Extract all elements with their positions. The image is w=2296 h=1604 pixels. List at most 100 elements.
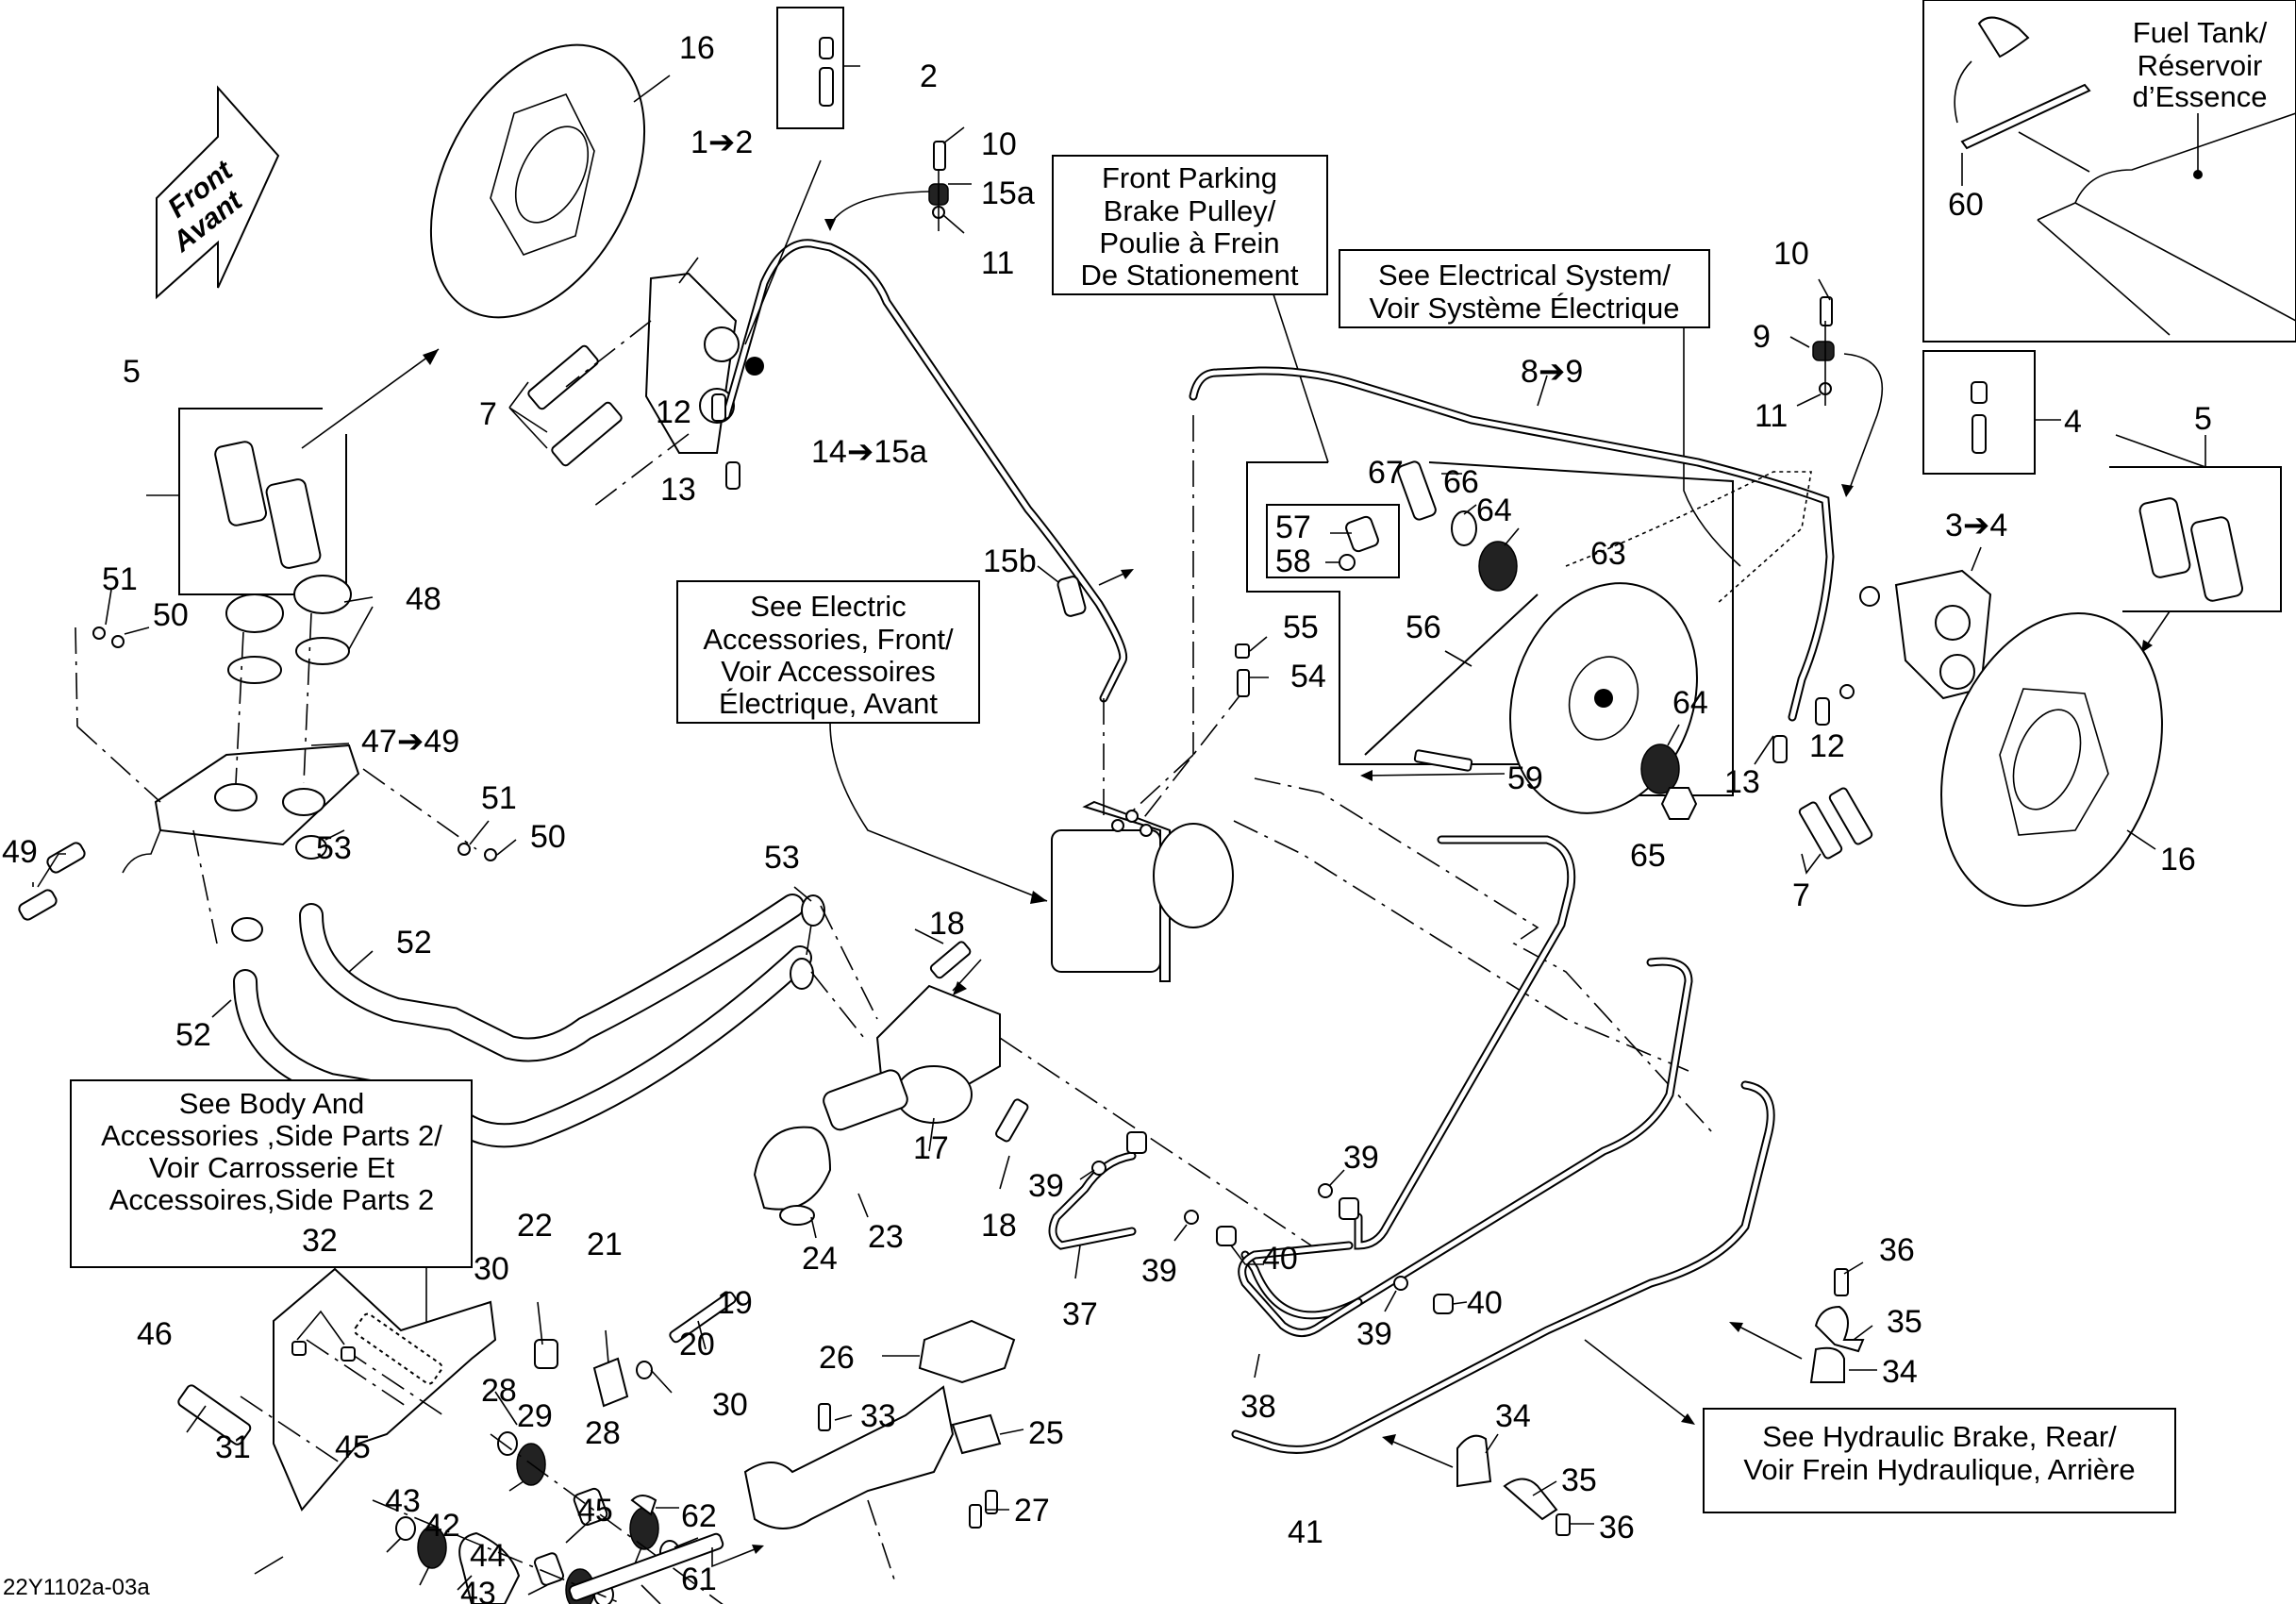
part-label: 19: [717, 1285, 753, 1321]
svg-text:Accessories ,Side Parts 2/: Accessories ,Side Parts 2/: [101, 1119, 442, 1152]
part-label: 43: [460, 1576, 496, 1604]
brake-pads-kit-right: [2109, 434, 2282, 653]
part-label: 3➔4: [1945, 508, 2007, 543]
part-label: 31: [215, 1429, 251, 1465]
part-label: 36: [1879, 1232, 1915, 1268]
part-label: 54: [1290, 659, 1326, 694]
svg-text:Poulie à Frein: Poulie à Frein: [1099, 226, 1279, 259]
part-label: 49: [2, 834, 38, 870]
part-label: 47➔49: [361, 724, 459, 760]
electric-accessories-ref-text: See Electric Accessories, Front/ Voir Ac…: [703, 590, 954, 720]
part-label: 11: [1755, 398, 1788, 434]
svg-text:See Body And: See Body And: [179, 1087, 365, 1120]
part-label: 40: [1467, 1285, 1503, 1321]
part-label: 52: [175, 1017, 211, 1053]
part-label: 51: [481, 780, 517, 816]
part-label: 66: [1443, 464, 1479, 500]
part-label: 63: [1590, 536, 1626, 572]
master-cylinder: [753, 928, 1312, 1246]
part-label: 61: [681, 1562, 717, 1597]
part-label: 29: [517, 1398, 553, 1434]
part-label: 21: [587, 1227, 623, 1262]
part-label: 48: [406, 581, 441, 617]
bleeder-kit-box-right: [1922, 350, 2036, 475]
part-label: 50: [153, 597, 189, 633]
body-accessories-ref-box[interactable]: [70, 1079, 473, 1268]
part-label: 58: [1275, 543, 1311, 579]
part-label: 12: [656, 394, 691, 430]
parking-pulley-ref-box[interactable]: [1052, 155, 1328, 295]
part-label: 53: [764, 840, 800, 876]
part-label: 52: [396, 925, 432, 961]
bleeder-kit-box-left: [776, 7, 860, 129]
part-label: 4: [2064, 404, 2082, 440]
part-label: 30: [712, 1387, 748, 1423]
svg-text:Accessories, Front/: Accessories, Front/: [703, 623, 954, 656]
brake-disc-left: [429, 43, 646, 319]
svg-text:Voir Accessoires: Voir Accessoires: [721, 655, 935, 688]
svg-text:Brake Pulley/: Brake Pulley/: [1104, 194, 1276, 227]
svg-text:d’Essence: d’Essence: [2132, 80, 2267, 113]
part-label: 28: [481, 1373, 517, 1409]
part-label: 14➔15a: [811, 434, 927, 470]
hose-clip-15b: [1037, 565, 1134, 617]
line-clamp-lower: [1382, 1433, 1594, 1536]
part-label: 5: [2194, 401, 2212, 437]
part-label: 40: [1262, 1241, 1298, 1277]
part-label: 60: [1948, 187, 1984, 223]
brake-pads-kit-left: [146, 348, 440, 595]
front-direction-arrow-icon: Front Avant: [156, 85, 280, 300]
svg-text:Électrique, Avant: Électrique, Avant: [719, 687, 938, 720]
part-label: 37: [1062, 1296, 1098, 1332]
fuel-tank-inset: [1922, 0, 2296, 343]
body-accessories-ref-text: See Body And Accessories ,Side Parts 2/ …: [101, 1087, 442, 1216]
part-label: 38: [1240, 1389, 1276, 1425]
part-label: 12: [1809, 728, 1845, 764]
part-label: 13: [1724, 764, 1760, 800]
part-label: 35: [1561, 1462, 1597, 1498]
hose-clip-15a: [824, 126, 972, 234]
part-label: 5: [123, 354, 141, 390]
part-label: 50: [530, 819, 566, 855]
svg-text:Réservoir: Réservoir: [2138, 49, 2263, 82]
electric-accessories-ref-box[interactable]: [676, 580, 980, 724]
part-label: 18: [981, 1208, 1017, 1244]
parking-brake-pulley: [1360, 460, 1812, 820]
part-label: 39: [1028, 1168, 1064, 1204]
part-label: 41: [1288, 1514, 1323, 1550]
svg-text:Front Parking: Front Parking: [1102, 161, 1277, 194]
part-label: 22: [517, 1208, 553, 1244]
part-label: 43: [385, 1483, 421, 1519]
part-labels: 16 1➔2 2 10 15a 11 5 7 12 13 14➔15a 15b …: [2, 30, 2212, 1604]
part-label: 55: [1283, 610, 1319, 645]
part-label: 64: [1476, 493, 1512, 528]
part-label: 24: [802, 1241, 838, 1277]
part-label: 10: [981, 126, 1017, 162]
part-label: 16: [679, 30, 715, 66]
hydraulic-rear-ref-text: See Hydraulic Brake, Rear/ Voir Frein Hy…: [1743, 1420, 2135, 1486]
part-label: 62: [681, 1498, 717, 1534]
part-label: 32: [302, 1223, 338, 1259]
part-label: 34: [1495, 1398, 1531, 1434]
part-label: 27: [1014, 1493, 1050, 1529]
svg-text:See Hydraulic Brake, Rear/: See Hydraulic Brake, Rear/: [1762, 1420, 2117, 1453]
part-label: 39: [1356, 1316, 1392, 1352]
part-label: 45: [335, 1429, 371, 1465]
part-label: 25: [1028, 1415, 1064, 1451]
electrical-system-ref-box[interactable]: [1339, 249, 1710, 328]
part-label: 33: [860, 1398, 896, 1434]
part-label: 67: [1368, 455, 1404, 491]
part-label: 45: [577, 1493, 613, 1529]
part-label: 56: [1406, 610, 1441, 645]
part-label: 65: [1630, 838, 1666, 874]
electrical-system-ref-text: See Electrical System/ Voir Système Élec…: [1369, 259, 1679, 325]
part-label: 64: [1672, 685, 1708, 721]
part-label: 30: [474, 1251, 509, 1287]
part-label: 7: [479, 396, 497, 432]
line-clamp-right: [1729, 1261, 1877, 1383]
hydraulic-brake-rear-ref-box[interactable]: [1703, 1408, 2176, 1513]
svg-text:See Electric: See Electric: [750, 590, 906, 623]
part-label: 17: [913, 1130, 949, 1166]
part-label: 7: [1792, 877, 1810, 913]
part-label: 1➔2: [690, 125, 753, 160]
